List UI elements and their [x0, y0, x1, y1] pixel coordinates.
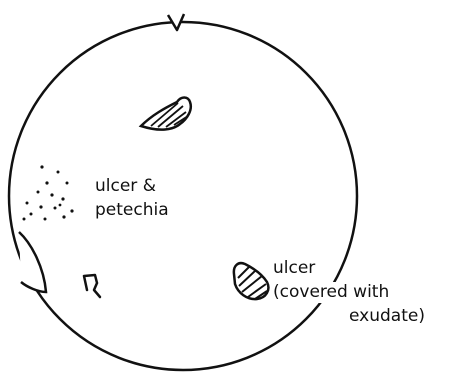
ulcer-petechia-label-line2: petechia — [95, 200, 169, 221]
ulcer-exudate-label-line1: ulcer — [271, 258, 317, 279]
eye-outline-circle — [9, 22, 357, 370]
hook-shaped-mark — [84, 275, 100, 297]
left-edge-oval-lesion — [19, 232, 46, 292]
petechiae-dot-cluster — [23, 165, 74, 220]
ulcer-exudate-label-line2: (covered with — [271, 282, 391, 303]
ulcer-exudate-label-line3: exudate) — [347, 306, 427, 327]
ulcer-petechia-label-line1: ulcer & — [95, 176, 156, 197]
exudate-covered-lesion — [234, 263, 269, 299]
upper-hatched-lesion — [141, 98, 191, 130]
